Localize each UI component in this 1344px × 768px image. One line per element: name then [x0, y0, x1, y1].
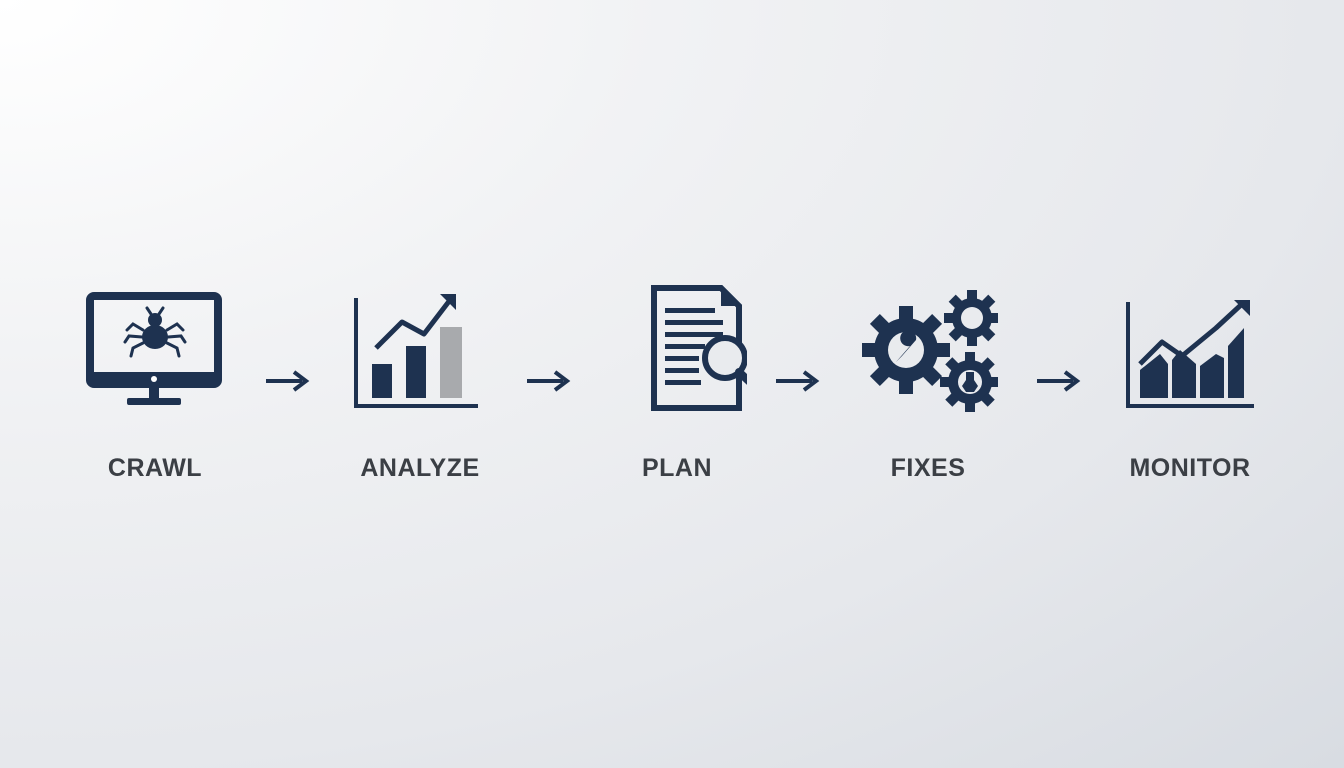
step-analyze: ANALYZE	[320, 280, 520, 500]
step-label-crawl: CRAWL	[107, 454, 203, 482]
step-label-plan: PLAN	[641, 454, 713, 482]
document-search-icon	[651, 285, 747, 411]
gears-tools-icon	[862, 290, 998, 412]
step-plan: PLAN	[577, 280, 777, 500]
step-label-monitor: MONITOR	[1129, 454, 1251, 482]
arrow-right-icon	[527, 370, 571, 392]
step-fixes: FIXES	[828, 280, 1028, 500]
step-label-analyze: ANALYZE	[360, 454, 480, 482]
step-crawl: CRAWL	[55, 280, 255, 500]
growth-chart-icon	[1126, 300, 1254, 408]
monitor-bug-icon	[86, 292, 222, 405]
arrow-right-icon	[266, 370, 310, 392]
arrow-right-icon	[776, 370, 820, 392]
bar-chart-trend-icon	[354, 294, 478, 408]
step-monitor: MONITOR	[1090, 280, 1290, 500]
step-label-fixes: FIXES	[890, 454, 966, 482]
arrow-right-icon	[1037, 370, 1081, 392]
